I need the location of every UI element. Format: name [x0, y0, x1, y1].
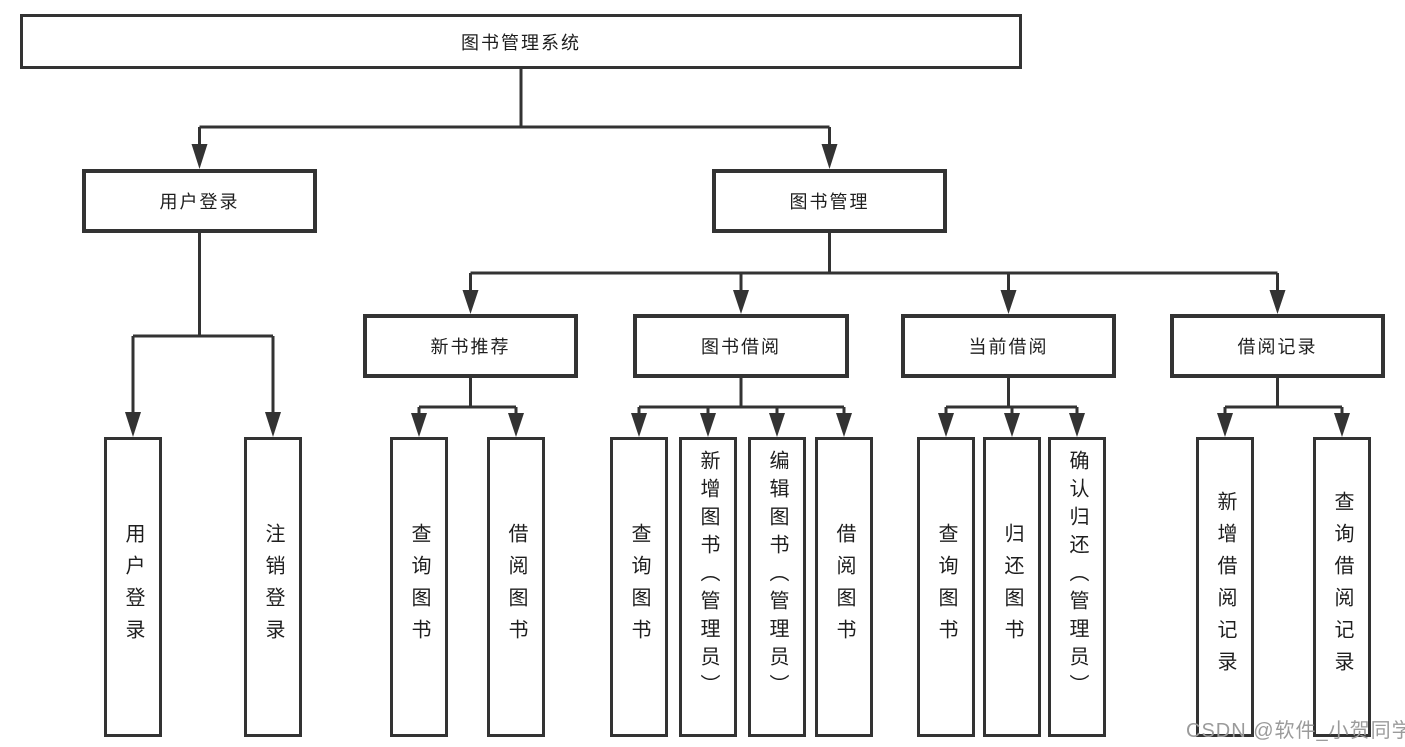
node-book-management: 图书管理: [712, 169, 947, 233]
leaf-query-books-current: 查询图书: [917, 437, 975, 737]
leaf-add-borrow-record: 新增借阅记录: [1196, 437, 1254, 737]
leaf-query-books-borrow: 查询图书: [610, 437, 668, 737]
leaf-return-book: 归还图书: [983, 437, 1041, 737]
leaf-query-books-recommend: 查询图书: [390, 437, 448, 737]
node-borrow-records: 借阅记录: [1170, 314, 1385, 378]
leaf-logout: 注销登录: [244, 437, 302, 737]
leaf-edit-book-admin: 编辑图书（管理员）: [748, 437, 806, 737]
node-root-system: 图书管理系统: [20, 14, 1022, 69]
node-new-book-recommend: 新书推荐: [363, 314, 578, 378]
leaf-borrow-books-borrow: 借阅图书: [815, 437, 873, 737]
csdn-watermark: CSDN @软件_小贺同学: [1186, 720, 1405, 742]
leaf-query-borrow-record: 查询借阅记录: [1313, 437, 1371, 737]
leaf-borrow-books-recommend: 借阅图书: [487, 437, 545, 737]
node-user-login: 用户登录: [82, 169, 317, 233]
node-current-borrow: 当前借阅: [901, 314, 1116, 378]
leaf-add-book-admin: 新增图书（管理员）: [679, 437, 737, 737]
leaf-user-login: 用户登录: [104, 437, 162, 737]
node-book-borrow: 图书借阅: [633, 314, 849, 378]
leaf-confirm-return-admin: 确认归还（管理员）: [1048, 437, 1106, 737]
